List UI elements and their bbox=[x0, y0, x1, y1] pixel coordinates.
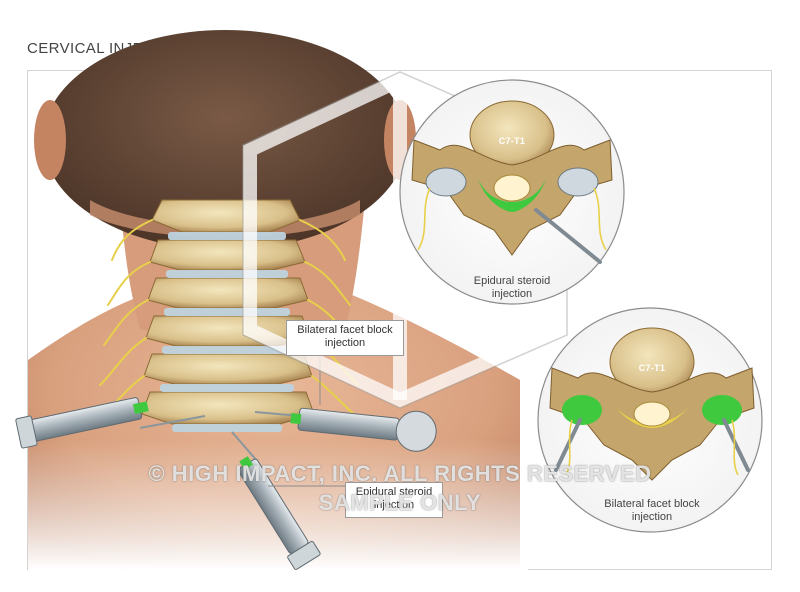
inset-facet-label-line2: injection bbox=[631, 511, 673, 523]
left-ear bbox=[34, 100, 66, 180]
syringe-bottom bbox=[231, 431, 321, 570]
vertebra-label-top: C7-T1 bbox=[498, 136, 526, 146]
syringe-right bbox=[254, 407, 437, 452]
inset-facet-label: Bilateral facet block injection bbox=[594, 498, 710, 524]
syringe-left bbox=[15, 397, 206, 449]
vertebra-c1 bbox=[151, 199, 301, 233]
watermark-copyright: © HIGH IMPACT, INC. ALL RIGHTS RESERVED bbox=[148, 461, 652, 486]
vertebra-c6 bbox=[141, 391, 315, 425]
inset-facet-label-line1: Bilateral facet block bbox=[604, 498, 700, 510]
head bbox=[43, 30, 407, 250]
facet-block-label-line2: injection bbox=[324, 337, 366, 349]
epidural-steroid-label-line2: injection bbox=[373, 499, 415, 511]
inset-facet bbox=[537, 307, 763, 533]
inset-epidural bbox=[399, 79, 625, 305]
epidural-steroid-label: Epidural steroid injection bbox=[345, 482, 443, 518]
epidural-steroid-label-line1: Epidural steroid bbox=[355, 486, 433, 498]
inset-epidural-label-line1: Epidural steroid bbox=[473, 275, 551, 287]
watermark-sample: SAMPLE ONLY bbox=[318, 490, 482, 515]
vertebra-c3 bbox=[147, 277, 309, 309]
inset-epidural-label: Epidural steroid injection bbox=[462, 275, 562, 301]
vertebra-c5 bbox=[143, 353, 313, 385]
facet-block-label: Bilateral facet block injection bbox=[286, 320, 404, 356]
vertebra-label-bottom: C7-T1 bbox=[638, 363, 666, 373]
vertebra-c2 bbox=[149, 239, 306, 271]
inset-epidural-label-line2: injection bbox=[491, 288, 533, 300]
facet-block-label-line1: Bilateral facet block bbox=[297, 324, 393, 336]
